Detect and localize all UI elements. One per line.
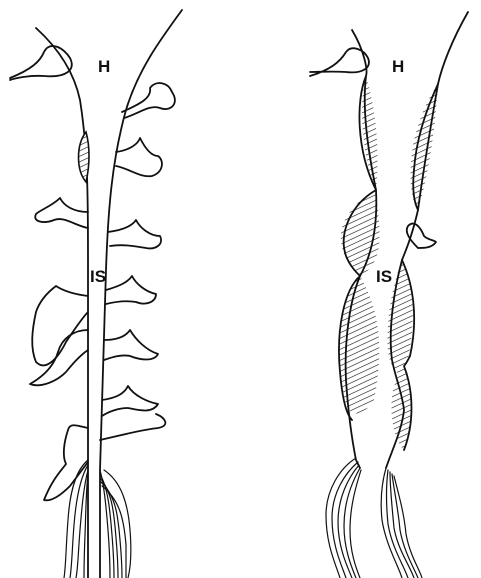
left-bouton-r5 bbox=[104, 330, 158, 360]
left-top-branch bbox=[10, 46, 72, 80]
left-fibre-bundle bbox=[64, 460, 131, 578]
left-bouton-l1 bbox=[35, 198, 88, 228]
right-fibre-bundle bbox=[326, 458, 422, 578]
left-process-right-edge bbox=[100, 10, 182, 578]
left-panel: H IS bbox=[10, 10, 182, 578]
right-panel: H IS bbox=[310, 12, 468, 578]
left-label-h: H bbox=[98, 57, 110, 76]
left-process-left-edge bbox=[36, 28, 88, 578]
left-bouton-r6 bbox=[102, 386, 158, 416]
left-hatched-bouton bbox=[79, 132, 90, 182]
left-bouton-r3 bbox=[108, 220, 161, 248]
left-label-is: IS bbox=[90, 267, 106, 286]
right-label-is: IS bbox=[376, 267, 392, 286]
left-bouton-l3 bbox=[30, 330, 88, 385]
left-bouton-l4 bbox=[44, 425, 88, 500]
left-bouton-r4 bbox=[106, 276, 156, 304]
right-hatched-segment-3 bbox=[339, 276, 379, 414]
left-bouton-r7 bbox=[100, 414, 165, 440]
left-bouton-l2 bbox=[32, 286, 88, 365]
right-label-h: H bbox=[392, 57, 404, 76]
left-bouton-r2 bbox=[116, 138, 162, 176]
right-top-branch bbox=[310, 48, 369, 76]
